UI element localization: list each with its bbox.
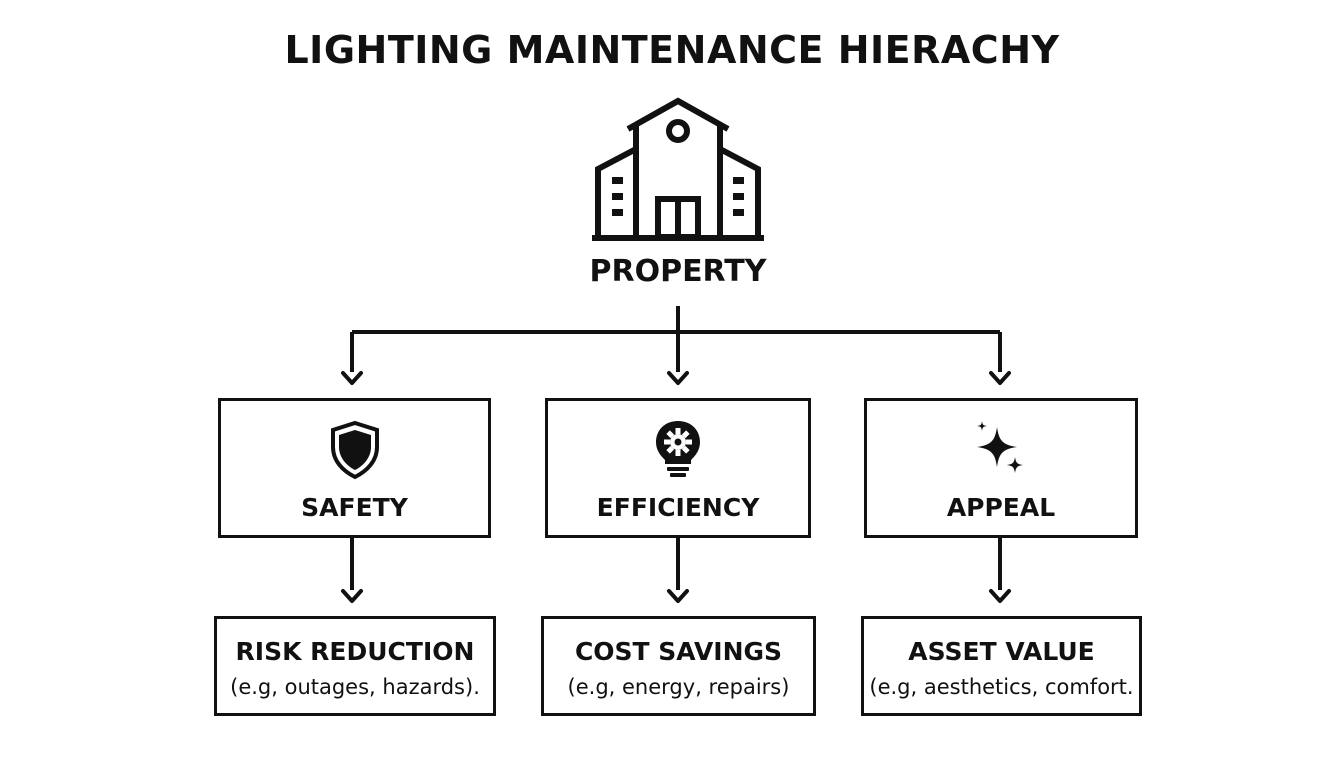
outcome-node-cost-savings: COST SAVINGS (e.g, energy, repairs): [541, 616, 816, 716]
category-node-appeal: APPEAL: [864, 398, 1138, 538]
outcome-node-risk-reduction: RISK REDUCTION (e.g, outages, hazards).: [214, 616, 496, 716]
outcome-subtitle: (e.g, energy, repairs): [567, 675, 790, 699]
arrowhead-center-top: [667, 371, 689, 385]
outcome-title: COST SAVINGS: [574, 637, 783, 666]
category-label: SAFETY: [301, 493, 408, 522]
outcome-node-asset-value: ASSET VALUE (e.g, aesthetics, comfort.: [861, 616, 1142, 716]
outcome-title: ASSET VALUE: [908, 637, 1095, 666]
arrowhead-left-bottom: [341, 589, 363, 603]
sparkles-icon: [977, 421, 1023, 473]
category-node-efficiency: EFFICIENCY: [545, 398, 811, 538]
building-icon: [592, 97, 764, 241]
shield-icon: [330, 420, 379, 480]
arrowhead-left-top: [341, 371, 363, 385]
arrowhead-right-bottom: [989, 589, 1011, 603]
lightbulb-gear-icon: [656, 421, 700, 477]
outcome-subtitle: (e.g, outages, hazards).: [230, 675, 480, 699]
outcome-subtitle: (e.g, aesthetics, comfort.: [869, 675, 1134, 699]
category-node-safety: SAFETY: [218, 398, 491, 538]
arrowhead-right-top: [989, 371, 1011, 385]
root-label: PROPERTY: [589, 254, 767, 289]
arrowhead-center-bottom: [667, 589, 689, 603]
category-label: APPEAL: [946, 493, 1056, 522]
diagram-title: LIGHTING MAINTENANCE HIERACHY: [284, 28, 1060, 72]
category-label: EFFICIENCY: [596, 493, 760, 522]
outcome-title: RISK REDUCTION: [235, 637, 475, 666]
